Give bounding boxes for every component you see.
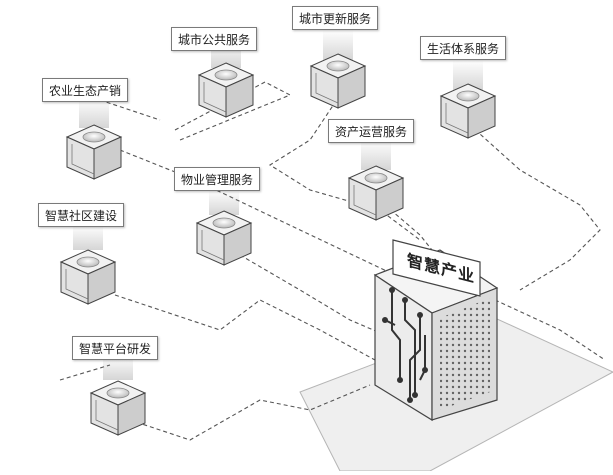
- link-community: [114, 294, 376, 361]
- cube-face-right: [87, 261, 116, 305]
- hub-circuit-nodes: [382, 287, 428, 403]
- cube-face-right: [223, 222, 252, 266]
- link-platform-2: [59, 364, 111, 381]
- label-asset-ops: 资产运营服务: [328, 119, 415, 143]
- label-city-public: 城市公共服务: [171, 27, 258, 51]
- cube-glows: [73, 30, 483, 380]
- label-agri: 农业生态产销: [42, 78, 129, 102]
- cube-face-right: [225, 74, 254, 118]
- cube-city-renewal: [309, 53, 367, 109]
- cube-inner-edge: [95, 400, 119, 431]
- cube-puck: [82, 131, 106, 143]
- link-asset: [384, 204, 441, 261]
- cube-puck: [456, 90, 480, 102]
- label-smart-platform: 智慧平台研发: [72, 336, 159, 360]
- cube-inner-edge: [203, 82, 227, 113]
- cube-face-right: [467, 95, 496, 139]
- cube-city-public: [197, 62, 255, 118]
- cube-smart-community: [59, 249, 117, 305]
- link-property: [239, 254, 386, 336]
- cube-agri: [65, 124, 123, 180]
- cube-inner-edge: [65, 269, 89, 300]
- cube-inner-edge: [71, 144, 95, 175]
- link-city-renewal: [268, 94, 421, 241]
- cube-living-system: [439, 83, 497, 139]
- cube-puck: [106, 387, 130, 399]
- cube-face-right: [117, 392, 146, 436]
- cube-puck: [214, 69, 238, 81]
- cube-inner-edge: [315, 73, 339, 104]
- cube-property-mgmt: [195, 210, 253, 266]
- cube-inner-edge: [201, 230, 225, 261]
- link-floor-edge: [494, 299, 606, 361]
- link-living: [469, 124, 601, 291]
- cube-puck: [212, 217, 236, 229]
- label-city-renewal: 城市更新服务: [292, 6, 379, 30]
- label-smart-community: 智慧社区建设: [38, 203, 125, 227]
- hub-side-dots: [440, 298, 490, 410]
- cube-puck: [326, 60, 350, 72]
- hub-sign-board: [392, 239, 481, 297]
- cube-puck: [364, 172, 388, 184]
- cube-face-right: [375, 177, 404, 221]
- label-property-mgmt: 物业管理服务: [174, 167, 261, 191]
- cube-puck: [76, 256, 100, 268]
- link-agri-up: [99, 99, 161, 121]
- label-living-system: 生活体系服务: [420, 36, 507, 60]
- cube-inner-edge: [445, 103, 469, 134]
- cube-asset-ops: [347, 165, 405, 221]
- cube-inner-edge: [353, 185, 377, 216]
- hub-tower: [373, 239, 499, 422]
- cube-smart-platform: [89, 380, 147, 436]
- cube-face-right: [337, 65, 366, 109]
- link-platform: [129, 384, 371, 441]
- cube-face-right: [93, 136, 122, 180]
